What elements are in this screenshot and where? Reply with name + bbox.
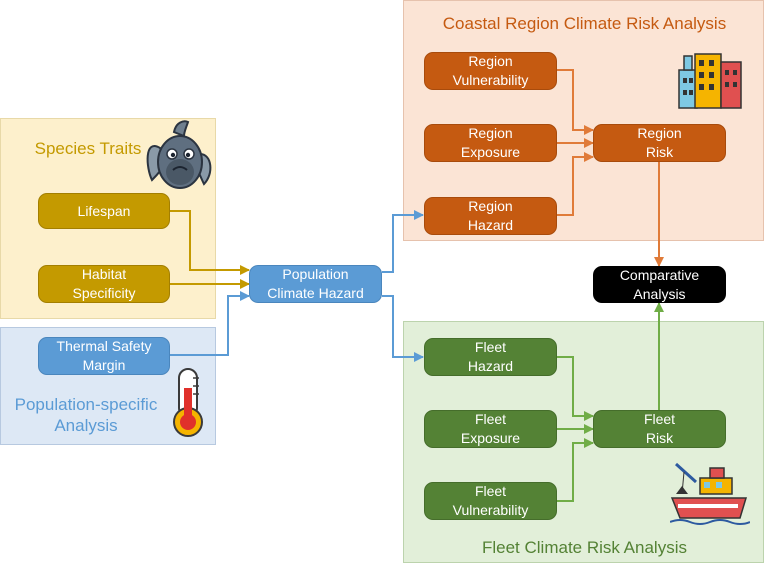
- region-exposure-node[interactable]: Region Exposure: [424, 124, 557, 162]
- arrow-fleet-hazard-to-risk: [557, 356, 594, 421]
- fleet-risk-node[interactable]: Fleet Risk: [593, 410, 726, 448]
- thermal-safety-margin-node[interactable]: Thermal Safety Margin: [38, 337, 170, 375]
- comparative-analysis-node[interactable]: Comparative Analysis: [593, 266, 726, 303]
- region-vulnerability-node[interactable]: Region Vulnerability: [424, 52, 557, 90]
- arrow-region-vulnerability-to-risk: [557, 69, 594, 135]
- fleet-climate-title: Fleet Climate Risk Analysis: [481, 538, 687, 557]
- arrow-fleet-vulnerability-to-risk: [557, 438, 594, 502]
- fish-icon: [146, 120, 212, 189]
- arrow-lifespan-to-population-hazard: [170, 210, 250, 275]
- arrow-population-to-region-hazard: [382, 210, 424, 273]
- arrow-region-hazard-to-risk: [557, 152, 594, 216]
- arrow-thermal-to-population-hazard: [170, 291, 250, 356]
- lifespan-node[interactable]: Lifespan: [38, 193, 170, 229]
- fleet-exposure-node[interactable]: Fleet Exposure: [424, 410, 557, 448]
- fleet-hazard-node[interactable]: Fleet Hazard: [424, 338, 557, 376]
- fleet-vulnerability-node[interactable]: Fleet Vulnerability: [424, 482, 557, 520]
- buildings-icon: [678, 53, 742, 109]
- coastal-region-title: Coastal Region Climate Risk Analysis: [442, 14, 727, 33]
- ship-icon: [670, 462, 750, 525]
- species-traits-title: Species Traits: [34, 139, 142, 158]
- population-analysis-title: Population-specific Analysis: [14, 395, 158, 435]
- thermometer-icon: [173, 368, 203, 437]
- population-climate-hazard-node[interactable]: Population Climate Hazard: [249, 265, 382, 303]
- region-risk-node[interactable]: Region Risk: [593, 124, 726, 162]
- habitat-specificity-node[interactable]: Habitat Specificity: [38, 265, 170, 303]
- region-hazard-node[interactable]: Region Hazard: [424, 197, 557, 235]
- arrow-population-to-fleet-hazard: [382, 295, 424, 362]
